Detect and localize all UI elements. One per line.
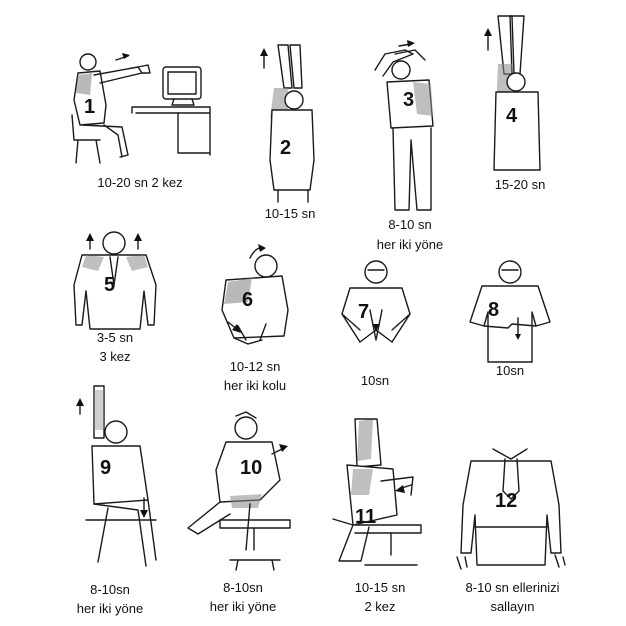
exercise-10-caption: 8-10sn her iki yöne	[188, 580, 298, 615]
exercise-11-illustration	[332, 418, 422, 566]
exercise-5-repeat: 3 kez	[99, 349, 131, 364]
exercise-8-illustration	[469, 260, 551, 363]
exercise-2-caption: 10-15 sn	[240, 206, 340, 222]
exercise-7-illustration	[341, 260, 411, 343]
exercise-9-caption: 8-10sn her iki yöne	[55, 582, 165, 617]
exercise-9-duration: 8-10sn	[90, 582, 130, 597]
exercise-1-figure: 1	[60, 45, 220, 170]
exercise-6-figure: 6	[208, 240, 298, 360]
exercise-11-figure: 11	[325, 415, 430, 575]
exercise-12-instruction-cont: sallayın	[490, 599, 535, 614]
exercise-2-duration: 10-15 sn	[264, 206, 316, 221]
exercise-8-number: 8	[488, 299, 500, 321]
exercise-6-caption: 10-12 sn her iki kolu	[200, 359, 310, 394]
exercise-3-direction: her iki yöne	[376, 237, 444, 252]
exercise-5-illustration	[73, 231, 157, 330]
exercise-7-caption: 10sn	[340, 373, 410, 389]
exercise-4-duration: 15-20 sn	[494, 177, 546, 192]
exercise-12-illustration	[456, 448, 566, 570]
exercise-4-caption: 15-20 sn	[470, 177, 570, 193]
exercise-9-direction: her iki yöne	[76, 601, 144, 616]
exercise-12-caption: 8-10 sn ellerinizi sallayın	[450, 580, 575, 615]
exercise-6-number: 6	[242, 289, 254, 311]
exercise-2-number: 2	[280, 137, 292, 159]
exercise-2-figure: 2	[252, 40, 327, 205]
exercise-3-illustration	[374, 40, 434, 211]
exercise-4-number: 4	[506, 105, 518, 127]
exercise-12-figure: 12	[455, 445, 566, 570]
exercise-9-number: 9	[100, 457, 112, 479]
exercise-10-direction: her iki yöne	[209, 599, 277, 614]
exercise-5-caption: 3-5 sn 3 kez	[60, 330, 170, 365]
exercise-8-caption: 10sn	[475, 363, 545, 379]
exercise-3-duration: 8-10 sn	[388, 217, 432, 232]
exercise-10-figure: 10	[180, 410, 315, 575]
exercise-11-number: 11	[355, 506, 377, 528]
exercise-2-illustration	[260, 44, 315, 203]
exercise-12-number: 12	[495, 490, 518, 512]
exercise-5-duration: 3-5 sn	[96, 330, 134, 345]
exercise-6-illustration	[221, 244, 289, 345]
exercise-6-duration: 10-12 sn	[229, 359, 281, 374]
exercise-3-caption: 8-10 sn her iki yöne	[350, 217, 470, 253]
exercise-4-figure: 4	[480, 10, 555, 172]
exercise-3-figure: 3	[365, 40, 455, 215]
exercise-1-caption: 10-20 sn 2 kez	[70, 175, 210, 191]
exercise-10-duration: 8-10sn	[223, 580, 263, 595]
exercise-11-caption: 10-15 sn 2 kez	[330, 580, 430, 615]
exercise-7-duration: 10sn	[360, 373, 390, 388]
exercise-4-illustration	[484, 15, 541, 171]
exercise-11-repeat: 2 kez	[364, 599, 396, 614]
exercise-12-instruction: 8-10 sn ellerinizi	[465, 580, 560, 595]
exercise-1-number: 1	[84, 96, 96, 118]
exercise-5-number: 5	[104, 274, 116, 296]
exercise-7-number: 7	[358, 301, 370, 323]
exercise-9-illustration	[76, 385, 157, 567]
exercise-5-figure: 5	[68, 225, 163, 335]
exercise-7-figure: 7	[330, 250, 420, 370]
exercise-10-illustration	[187, 411, 291, 571]
exercise-9-figure: 9	[68, 380, 168, 570]
exercise-10-number: 10	[240, 457, 263, 479]
exercise-1-illustration	[71, 53, 211, 164]
exercise-1-duration: 10-20 sn 2 kez	[97, 175, 183, 190]
exercise-8-duration: 10sn	[495, 363, 525, 378]
exercise-11-duration: 10-15 sn	[354, 580, 406, 595]
exercise-8-figure: 8	[462, 252, 557, 364]
exercise-6-arms: her iki kolu	[223, 378, 287, 393]
exercise-3-number: 3	[403, 89, 415, 111]
